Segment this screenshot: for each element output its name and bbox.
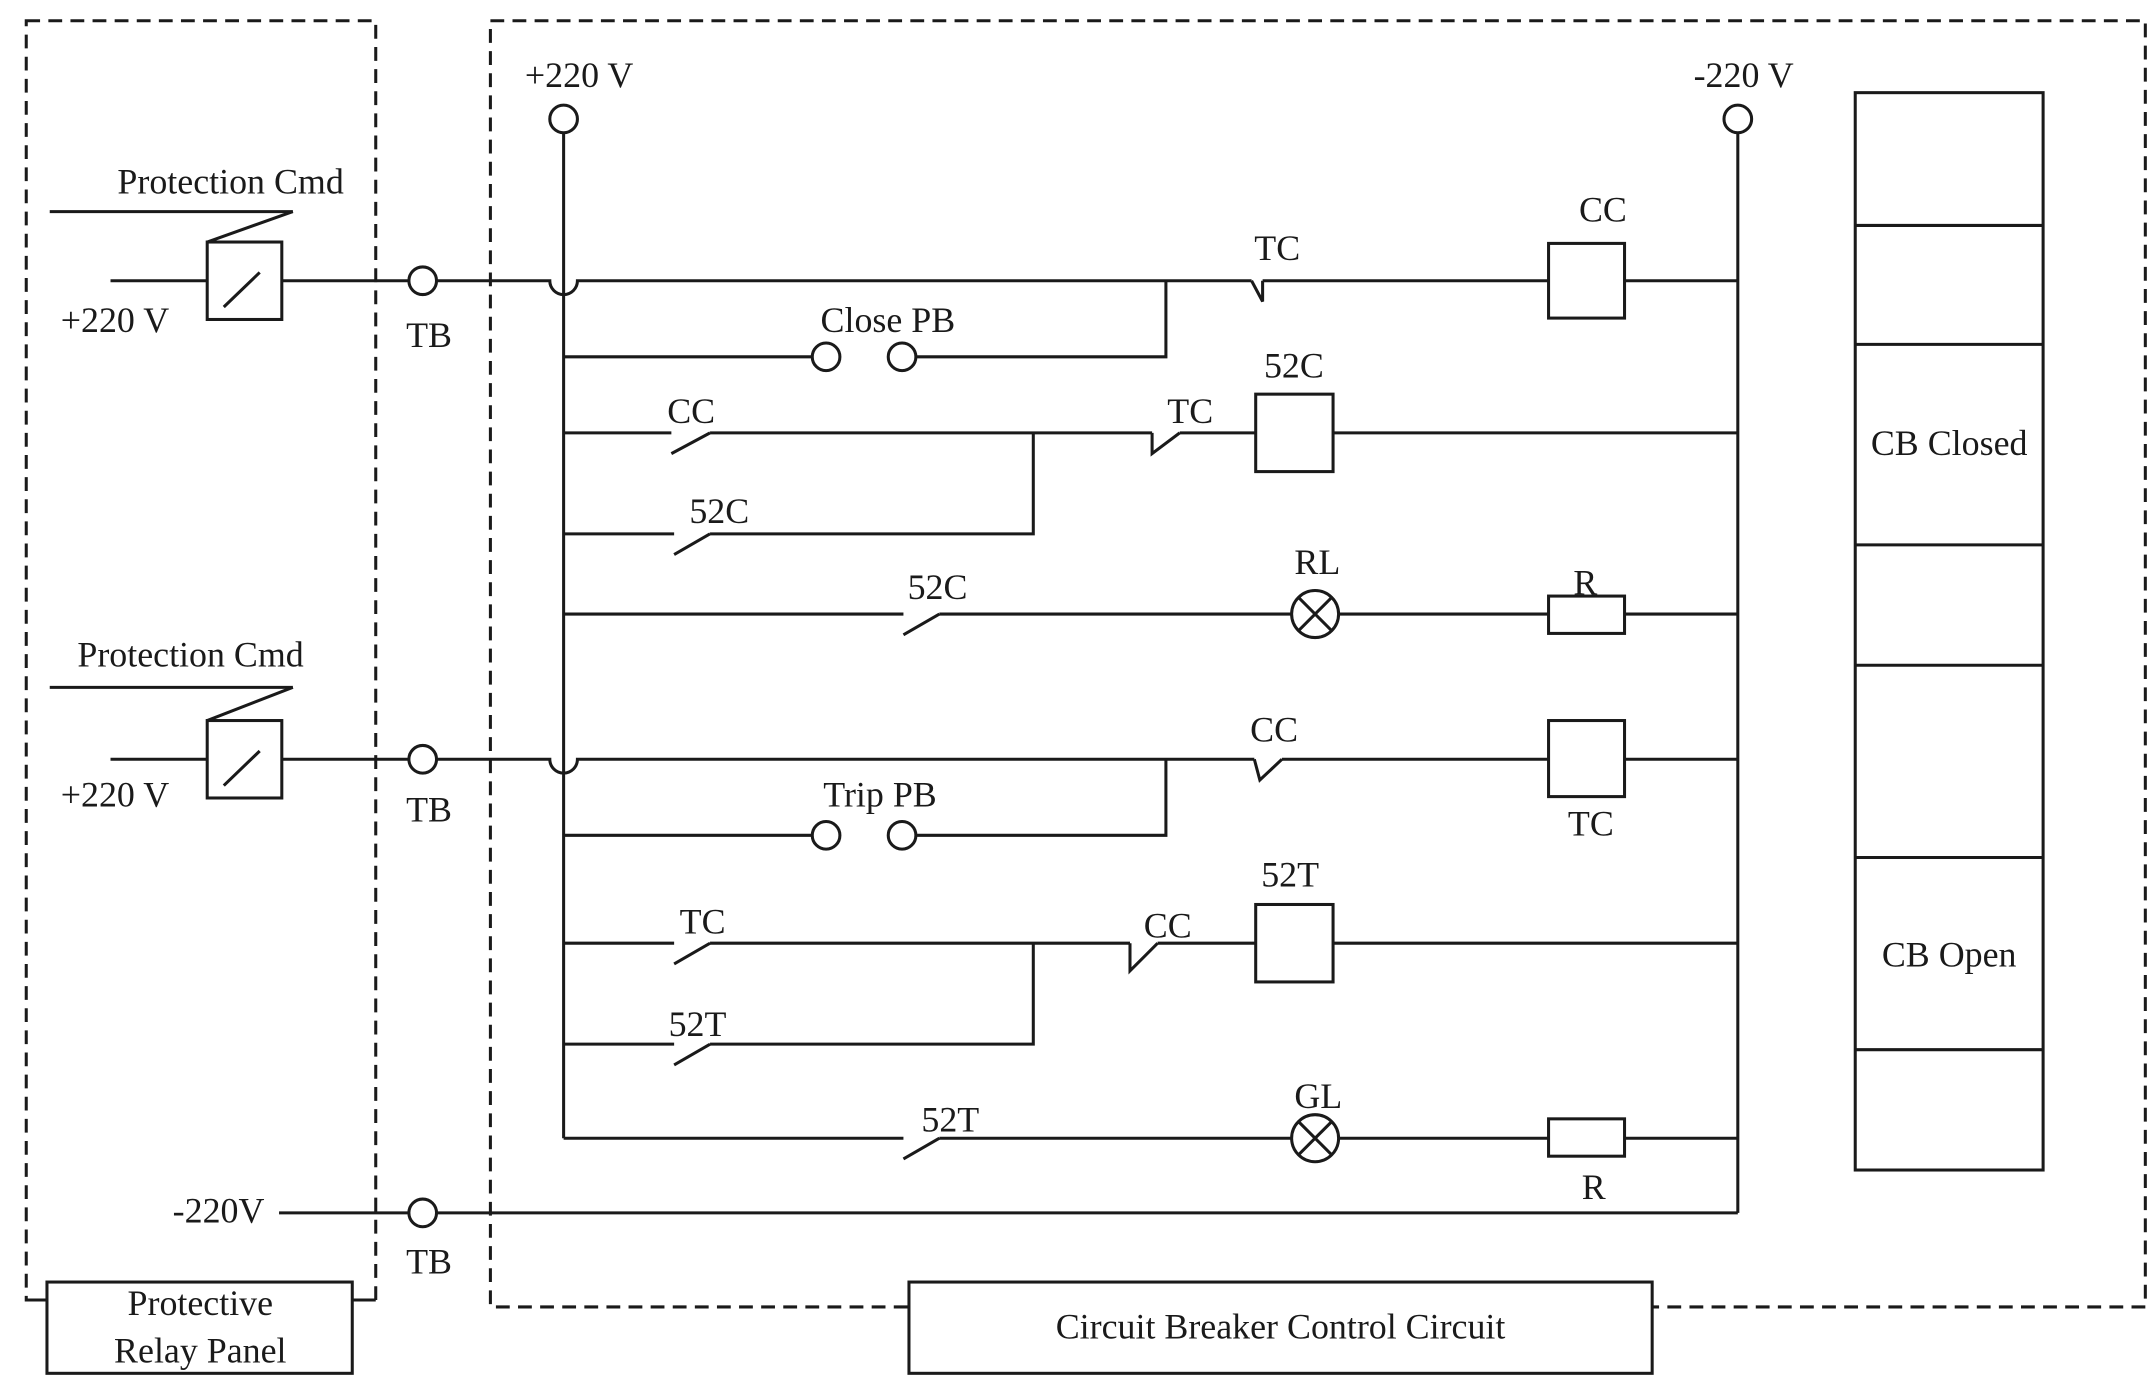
trip-pb-terminal-right xyxy=(886,819,918,851)
contact-52c-lamp xyxy=(902,612,941,637)
cc-contact-tripping xyxy=(1252,758,1283,783)
tc-contact-closing xyxy=(1250,280,1265,303)
terminal-block-2-label: TB xyxy=(406,789,452,829)
close-pb-terminal-left xyxy=(810,341,842,373)
tc-interlock-label: TC xyxy=(1167,391,1213,431)
contact-52t-lamp-label: 52T xyxy=(921,1099,979,1139)
red-lamp-cross-2 xyxy=(1297,596,1333,632)
relay-cmd-2-bar-link xyxy=(206,685,294,722)
relay-cmd-1-contact-blade xyxy=(222,271,261,309)
close-pb-terminal-right xyxy=(886,341,918,373)
control-circuit-label-box xyxy=(907,1280,1654,1375)
tc-seal-contact-label: TC xyxy=(680,902,726,942)
tc-coil-label: TC xyxy=(1568,803,1614,843)
trip-pb-label: Trip PB xyxy=(823,774,936,814)
cc-interlock-contact xyxy=(1128,942,1159,975)
contact-52t-lamp xyxy=(902,1136,941,1161)
close-pb-label: Close PB xyxy=(821,300,956,340)
closing-main-wire xyxy=(436,279,1252,297)
relay-cmd-1-bar-link xyxy=(206,210,294,244)
cc-coil-label: CC xyxy=(1579,189,1627,229)
relay-supply-2-label: +220 V xyxy=(61,774,169,814)
resistor-green-label: R xyxy=(1582,1167,1606,1207)
coil-52c-label: 52C xyxy=(1264,346,1324,386)
tc-contact-closing-label: TC xyxy=(1254,228,1300,268)
terminal-block-3 xyxy=(407,1197,439,1229)
positive-bus-terminal xyxy=(548,103,579,135)
terminal-block-2 xyxy=(407,743,439,775)
relay-panel-label-box xyxy=(45,1280,354,1375)
return-supply-label: -220V xyxy=(173,1191,265,1231)
contact-52c-seal-wire-right xyxy=(710,432,1035,536)
cc-seal-contact xyxy=(670,431,711,455)
negative-bus-terminal xyxy=(1722,103,1754,135)
contact-52c-seal xyxy=(673,532,711,556)
cb-open-label: CB Open xyxy=(1882,935,2017,975)
protection-cmd-1-label: Protection Cmd xyxy=(117,162,343,202)
protection-cmd-2-label: Protection Cmd xyxy=(77,635,303,675)
cb-closed-label: CB Closed xyxy=(1871,423,2028,463)
control-circuit-label: Circuit Breaker Control Circuit xyxy=(1056,1307,1506,1347)
trip-pb-terminal-left xyxy=(810,819,842,851)
close-pb-wire-right xyxy=(915,280,1168,359)
trip-pb-wire-right xyxy=(915,759,1168,837)
cc-interlock-label: CC xyxy=(1144,906,1192,946)
contact-52t-seal-label: 52T xyxy=(669,1004,727,1044)
relay-cmd-1-contact-box xyxy=(205,240,284,321)
resistor-green xyxy=(1547,1117,1627,1158)
coil-52t xyxy=(1254,902,1335,984)
status-column xyxy=(1853,91,2045,1172)
relay-panel-label-line1: Protective xyxy=(128,1283,274,1323)
tripping-main-wire xyxy=(436,757,1255,775)
terminal-block-1 xyxy=(407,265,439,297)
terminal-block-3-label: TB xyxy=(406,1242,452,1282)
tc-coil xyxy=(1547,719,1627,799)
tc-interlock-contact xyxy=(1150,431,1181,457)
relay-cmd-2-contact-blade xyxy=(222,749,261,787)
relay-cmd-2-contact-box xyxy=(205,719,284,800)
cc-contact-tripping-label: CC xyxy=(1250,709,1298,749)
tc-seal-contact xyxy=(673,941,711,966)
green-lamp-label: GL xyxy=(1294,1076,1342,1116)
positive-bus-label: +220 V xyxy=(525,55,633,95)
relay-supply-1-label: +220 V xyxy=(61,300,169,340)
coil-52t-label: 52T xyxy=(1261,854,1319,894)
relay-panel-label-line2: Relay Panel xyxy=(114,1330,286,1370)
contact-52c-seal-label: 52C xyxy=(689,491,749,531)
cc-seal-contact-label: CC xyxy=(667,391,715,431)
negative-bus-label: -220 V xyxy=(1694,55,1794,95)
resistor-red-label: R xyxy=(1573,563,1597,603)
terminal-block-1-label: TB xyxy=(406,315,452,355)
contact-52c-lamp-label: 52C xyxy=(908,567,968,607)
red-lamp-label: RL xyxy=(1294,542,1340,582)
coil-52c xyxy=(1254,392,1335,474)
contact-52t-seal-wire-right xyxy=(710,943,1035,1046)
cc-coil xyxy=(1547,241,1627,320)
green-lamp-cross-2 xyxy=(1297,1120,1333,1156)
contact-52t-seal xyxy=(673,1042,711,1067)
